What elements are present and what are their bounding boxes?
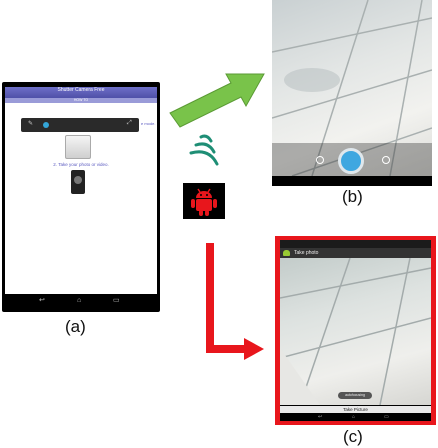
phone-screen: Take photo autofocusing Take Picture ↩ ⌂… xyxy=(280,240,431,421)
camera-view-b xyxy=(272,0,432,186)
label-a: (a) xyxy=(65,317,86,336)
mode-text: e mode. xyxy=(141,121,156,126)
back-icon: ↩ xyxy=(39,297,45,304)
home-icon[interactable]: ⌂ xyxy=(352,414,356,420)
app-android-icon xyxy=(283,250,290,256)
phone-screenshot-c: Take photo autofocusing Take Picture ↩ ⌂… xyxy=(275,236,436,425)
status-bar xyxy=(280,240,431,248)
shutter-button-icon[interactable] xyxy=(338,148,364,174)
label-c: (c) xyxy=(343,427,363,446)
home-icon: ⌂ xyxy=(77,297,82,304)
wifi-signal-icon xyxy=(189,134,219,166)
how-to-bar: HOW TO xyxy=(5,98,157,103)
red-arrow-head xyxy=(244,338,264,360)
app-title: Shutter Camera Free xyxy=(57,87,105,93)
ceiling-camera-image xyxy=(272,0,432,176)
recents-icon[interactable]: ▭ xyxy=(384,414,389,420)
edit-icon: ✎ xyxy=(28,121,34,127)
recents-icon: ▭ xyxy=(113,297,120,304)
tablet-screen: Shutter Camera Free HOW TO ✎ ⤢ e mode. 2… xyxy=(5,87,157,294)
tablet-nav-bar: ↩ ⌂ ▭ xyxy=(5,296,157,308)
shutter-dot-icon xyxy=(43,122,49,128)
step-2-text: 2. Take your photo or video. xyxy=(53,162,109,167)
android-icon xyxy=(183,183,225,219)
android-robot-icon xyxy=(191,188,217,216)
ceiling-camera-image xyxy=(280,258,431,405)
app-bar: Shutter Camera Free xyxy=(5,87,157,98)
green-arrow xyxy=(169,73,265,128)
take-picture-button[interactable]: Take Picture xyxy=(280,406,431,413)
phone-nav-bar: ↩ ⌂ ▭ xyxy=(280,413,431,421)
settings-icon[interactable] xyxy=(382,156,390,164)
ceiling-grid xyxy=(272,0,432,176)
how-to-label: HOW TO xyxy=(73,98,89,102)
ceiling-grid xyxy=(280,258,431,405)
label-b: (b) xyxy=(342,187,363,206)
action-title: Take photo xyxy=(294,250,319,256)
phone-camera-illustration xyxy=(71,170,85,194)
shutter-overlay-bar: ✎ ⤢ xyxy=(21,118,139,132)
lens-icon xyxy=(74,176,82,184)
red-arrow xyxy=(206,243,248,353)
switch-camera-icon[interactable] xyxy=(316,156,324,164)
back-icon[interactable]: ↩ xyxy=(318,414,323,420)
autofocus-pill: autofocusing xyxy=(338,392,372,399)
tablet-device: Shutter Camera Free HOW TO ✎ ⤢ e mode. 2… xyxy=(2,82,160,312)
take-picture-label: Take Picture xyxy=(343,407,368,412)
action-bar: Take photo xyxy=(280,248,431,258)
phone-illustration xyxy=(65,135,91,159)
expand-icon: ⤢ xyxy=(127,120,132,126)
